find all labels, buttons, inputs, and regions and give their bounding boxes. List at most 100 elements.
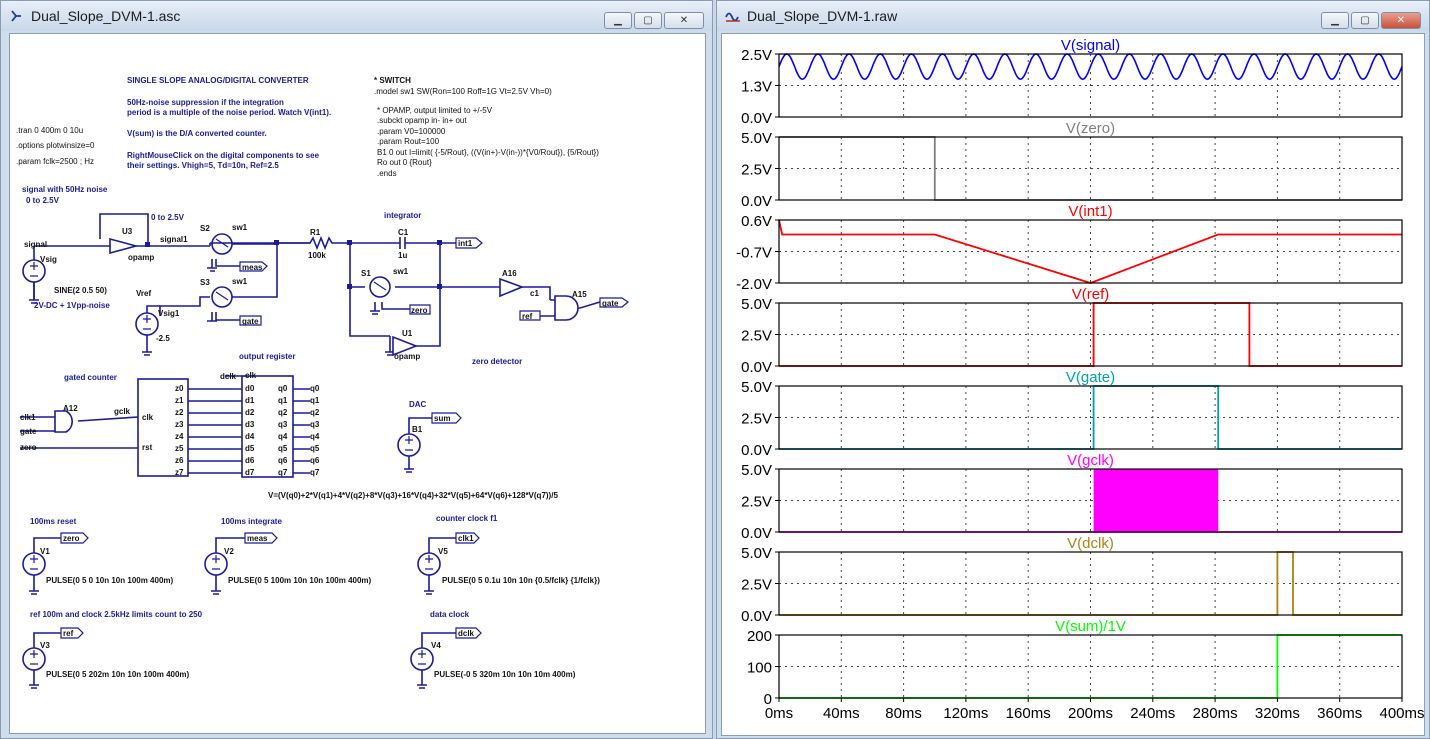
pane-2[interactable]: V(int1)0.6V-0.7V-2.0V [736,203,1403,293]
pane-trace-label[interactable]: V(gate) [1066,369,1115,386]
pane-4[interactable]: V(gate)5.0V2.5V0.0V [741,369,1403,459]
directive-b1[interactable]: B1 0 out I=limit( {-5/Rout}, ((V(in+)-V(… [377,148,599,157]
directive-switch-comment[interactable]: * SWITCH [374,76,411,85]
plot-titlebar[interactable]: Dual_Slope_DVM-1.raw ▁ ▢ ✕ [717,1,1429,31]
v2-name[interactable]: V2 [224,547,234,556]
r1-name[interactable]: R1 [310,228,321,237]
register-pin-d1: d1 [245,396,255,405]
close-icon: ✕ [1396,14,1406,26]
v3-value[interactable]: PULSE(0 5 202m 10n 10n 100m 400m) [46,670,190,679]
counter-pin-z6: z6 [175,456,184,465]
c1-name[interactable]: C1 [398,228,409,237]
pane-frame [778,468,1403,533]
netflag-ref[interactable]: ref [522,312,533,321]
r1-value[interactable]: 100k [308,251,326,260]
pane-trace-label[interactable]: V(signal) [1061,37,1120,54]
u1-name[interactable]: U1 [402,329,413,338]
directive-subckt[interactable]: .subckt opamp in- in+ out [377,116,467,125]
y-tick-label: 2.5V [741,47,772,64]
b1-name[interactable]: B1 [412,425,423,434]
directive-param[interactable]: .param fclk=2500 ; Hz [16,157,94,166]
schematic-canvas[interactable]: SINGLE SLOPE ANALOG/DIGITAL CONVERTER 50… [9,33,706,734]
directive-param-v0[interactable]: .param V0=100000 [377,127,446,136]
u3-model[interactable]: opamp [128,253,154,262]
netflag-zero[interactable]: zero [411,306,428,315]
close-button[interactable]: ✕ [664,12,704,29]
u1-model[interactable]: opamp [394,352,420,361]
y-tick-label: 0.0V [741,359,772,376]
a15-name[interactable]: A15 [572,290,587,299]
label-counter-clock: counter clock f1 [436,514,498,523]
s3-name[interactable]: S3 [200,278,210,287]
netflag-sum[interactable]: sum [434,414,450,423]
netflag-v5[interactable]: clk1 [458,534,474,543]
s1-model[interactable]: sw1 [393,267,409,276]
pane-6[interactable]: V(dclk)5.0V2.5V0.0V [741,535,1403,625]
v3-name[interactable]: V3 [40,641,50,650]
directive-ends[interactable]: .ends [377,169,397,178]
pane-5[interactable]: V(gclk)5.0V2.5V0.0V [741,452,1403,542]
v4-value[interactable]: PULSE(-0 5 320m 10n 10n 10m 400m) [434,670,576,679]
a16-name[interactable]: A16 [502,269,517,278]
netflag-v3[interactable]: ref [63,629,74,638]
trace-2[interactable] [778,219,1402,284]
pane-3[interactable]: V(ref)5.0V2.5V0.0V [741,286,1403,376]
trace-0[interactable] [778,53,1403,81]
s2-model[interactable]: sw1 [232,223,248,232]
schematic-titlebar[interactable]: Dual_Slope_DVM-1.asc ▁ ▢ ✕ [1,1,712,31]
register-pin-d5: d5 [245,444,255,453]
c1-value[interactable]: 1u [398,251,407,260]
netflag-gate-out[interactable]: gate [602,299,619,308]
directive-ro[interactable]: Ro out 0 {Rout} [377,158,432,167]
v1-name[interactable]: V1 [40,547,50,556]
pane-trace-label[interactable]: V(zero) [1066,120,1115,137]
v5-value[interactable]: PULSE(0 5 0.1u 10n 10n {0.5/fclk} {1/fcl… [442,576,600,585]
s3-model[interactable]: sw1 [232,277,248,286]
vsig-name[interactable]: Vsig [40,255,57,264]
pane-1[interactable]: V(zero)5.0V2.5V0.0V [741,120,1403,210]
maximize-button[interactable]: ▢ [634,12,662,29]
directive-opamp-comment[interactable]: * OPAMP, output limited to +/-5V [377,106,493,115]
netflag-gate[interactable]: gate [242,317,259,326]
s2-name[interactable]: S2 [200,224,210,233]
trace-fill-5[interactable] [1093,469,1219,532]
schematic-app-icon [11,10,21,22]
net-signal1: signal1 [160,235,188,244]
pane-trace-label[interactable]: V(gclk) [1067,452,1114,469]
u3-name[interactable]: U3 [122,227,133,236]
vsig1-value[interactable]: -2.5 [156,334,170,343]
dac-expression[interactable]: V=(V(q0)+2*V(q1)+4*V(q2)+8*V(q3)+16*V(q4… [268,491,558,500]
minimize-button[interactable]: ▁ [604,12,632,29]
y-tick-label: 0.0V [741,442,772,459]
vsig1-name[interactable]: Vsig1 [158,309,180,318]
netflag-v1[interactable]: zero [63,534,80,543]
v2-value[interactable]: PULSE(0 5 100m 10n 10n 100m 400m) [228,576,372,585]
directive-options[interactable]: .options plotwinsize=0 [16,141,95,150]
v4-name[interactable]: V4 [431,641,441,650]
vsig-value[interactable]: SINE(2 0.5 50) [54,286,107,295]
v5-name[interactable]: V5 [438,547,448,556]
pane-trace-label[interactable]: V(dclk) [1067,535,1114,552]
pane-trace-label[interactable]: V(sum)/1V [1055,618,1126,635]
directive-switch-model[interactable]: .model sw1 SW(Ron=100 Roff=1G Vt=2.5V Vh… [374,87,552,96]
netflag-v4[interactable]: dclk [458,629,475,638]
plot-close-button[interactable]: ✕ [1381,12,1421,29]
pane-trace-label[interactable]: V(ref) [1072,286,1110,303]
s1-name[interactable]: S1 [361,269,371,278]
pane-0[interactable]: V(signal)2.5V1.3V0.0V [741,37,1403,127]
register-pin-d2: d2 [245,408,255,417]
directive-tran[interactable]: .tran 0 400m 0 10u [16,126,83,135]
netflag-int1[interactable]: int1 [458,239,473,248]
directive-param-rout[interactable]: .param Rout=100 [377,137,440,146]
plot-minimize-button[interactable]: ▁ [1321,12,1349,29]
plot-maximize-button[interactable]: ▢ [1351,12,1379,29]
netflag-meas[interactable]: meas [242,263,263,272]
a12-name[interactable]: A12 [63,404,78,413]
pane-trace-label[interactable]: V(int1) [1068,203,1112,220]
v1-value[interactable]: PULSE(0 5 0 10n 10n 100m 400m) [46,576,174,585]
netflag-v2[interactable]: meas [247,534,268,543]
register-pin-d7: d7 [245,468,255,477]
waveform-chart[interactable]: V(signal)2.5V1.3V0.0VV(zero)5.0V2.5V0.0V… [722,34,1425,736]
